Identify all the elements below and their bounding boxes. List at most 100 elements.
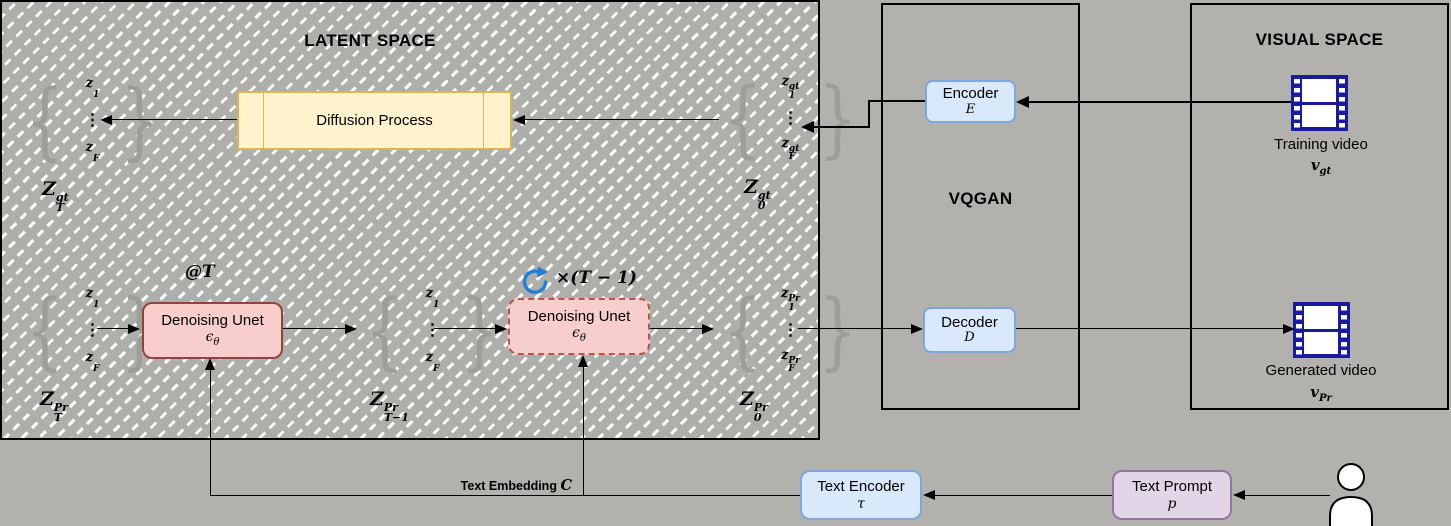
arrow-prompt-to-textencoder (934, 495, 1112, 496)
unet2-symbol: ϵθ (572, 325, 586, 345)
arrowhead (205, 358, 215, 370)
brace-close: } (818, 281, 858, 379)
decoder-symbol: D (964, 330, 975, 346)
arrowhead (495, 324, 507, 334)
brace-close: } (818, 69, 858, 167)
vertical-dots: ⋮ (782, 320, 799, 339)
denoising-unet-box-1: Denoising Unet ϵθ (142, 302, 283, 359)
visual-space-region (1190, 3, 1449, 410)
repeat-times-label: ×(T − 1) (556, 268, 637, 288)
brace-open: { (723, 281, 762, 379)
latent-space-region (0, 0, 820, 440)
text-encoder-label: Text Encoder (817, 478, 905, 496)
brace-open: { (723, 69, 762, 167)
arrowhead (513, 115, 525, 125)
encoder-label: Encoder (942, 85, 999, 103)
arrow-embedding-to-unet1 (210, 363, 211, 496)
arrow-user-to-prompt (1244, 495, 1330, 496)
diffusion-process-label: Diffusion Process (316, 111, 433, 129)
vqgan-title: VQGAN (948, 189, 1013, 208)
encoder-symbol: E (965, 101, 976, 117)
training-video-label: Training video (1274, 136, 1368, 153)
arrow-encoder-out-v (868, 100, 870, 127)
arrow-ztpr-to-unet1 (97, 328, 129, 329)
latent-space-title: LATENT SPACE (304, 31, 436, 50)
arrow-z0gt-to-diffusion (524, 119, 719, 120)
arrow-unet1-to-ztm1 (283, 328, 345, 329)
arrow-encoder-out-h2 (814, 126, 870, 128)
training-video-film-icon (1291, 75, 1348, 131)
arrow-unet2-to-z0pr (650, 328, 702, 329)
encoder-box: Encoder E (925, 80, 1016, 123)
arrowhead (923, 490, 935, 500)
at-timestep-label: @T (185, 262, 215, 282)
text-encoder-symbol: τ (857, 495, 865, 512)
visual-space-title: VISUAL SPACE (1255, 30, 1384, 49)
arrowhead (1233, 490, 1245, 500)
arrowhead (1016, 96, 1029, 108)
brace-open: { (25, 71, 64, 169)
brace-open: { (365, 281, 404, 379)
arrow-encoder-out-h1 (868, 100, 925, 102)
arrow-diffusion-to-ztgt (112, 119, 237, 120)
arrow-ztm1-to-unet2 (434, 328, 495, 329)
unet2-label: Denoising Unet (527, 308, 631, 326)
generated-video-label: Generated video (1265, 362, 1377, 379)
arrow-video-to-encoder (1028, 101, 1291, 103)
arrow-embedding-to-unet2 (583, 360, 584, 496)
text-encoder-box: Text Encoder τ (800, 470, 922, 520)
arrowhead (801, 121, 814, 133)
arrowhead (345, 324, 357, 334)
text-embedding-label: Text Embedding C (460, 477, 572, 494)
generated-video-symbol: vPr (1310, 383, 1332, 404)
diffusion-divider-left (263, 91, 264, 150)
brace-open: { (25, 281, 64, 379)
arrow-decoder-to-video (1016, 328, 1283, 329)
arrow-z0pr-to-decoder (798, 328, 911, 329)
diffusion-divider-right (483, 91, 484, 150)
loop-refresh-icon (522, 266, 548, 294)
training-video-symbol: vgt (1310, 156, 1332, 177)
arrowhead (911, 324, 923, 334)
vertical-dots: ⋮ (84, 110, 101, 129)
diffusion-process-box: Diffusion Process (237, 91, 512, 150)
vertical-dots: ⋮ (782, 108, 799, 127)
brace-close: } (460, 281, 500, 379)
generated-video-film-icon (1293, 302, 1350, 358)
decoder-box: Decoder D (923, 307, 1016, 353)
brace-close: } (120, 71, 160, 169)
text-embedding-bus (210, 495, 800, 496)
denoising-unet-box-2: Denoising Unet ϵθ (508, 298, 650, 355)
unet1-label: Denoising Unet (161, 312, 264, 330)
arrowhead (578, 355, 588, 367)
vertical-dots: ⋮ (84, 320, 101, 339)
arrowhead (702, 324, 714, 334)
vertical-dots: ⋮ (424, 320, 441, 339)
text-prompt-label: Text Prompt (1131, 478, 1213, 496)
decoder-label: Decoder (941, 313, 998, 331)
unet1-symbol: ϵθ (205, 329, 220, 349)
arrowhead (100, 115, 112, 125)
text-prompt-symbol: p (1167, 495, 1177, 512)
vqgan-region (881, 3, 1080, 410)
